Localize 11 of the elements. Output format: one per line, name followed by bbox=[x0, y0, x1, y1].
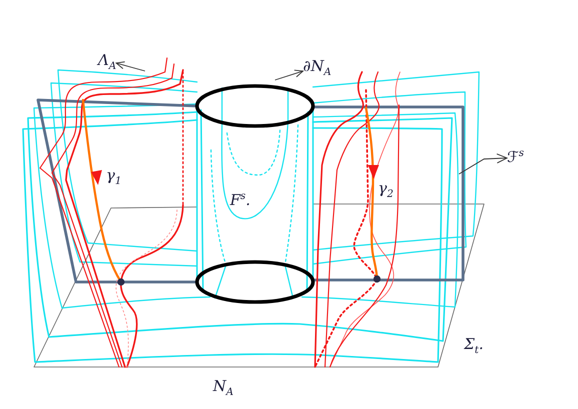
region-label: N$_{A}$ bbox=[213, 378, 234, 396]
leader-arrow bbox=[274, 70, 304, 80]
curve-label: γ$_{2}$ bbox=[378, 180, 394, 198]
surface-label: F$^{s}$. bbox=[230, 192, 250, 210]
leader-arrow bbox=[116, 61, 146, 72]
math-label: Λ$_{A}$ bbox=[98, 52, 116, 70]
math-label: ∂N$_{A}$ bbox=[303, 58, 332, 76]
leader-arrow bbox=[458, 154, 508, 174]
math-label: ℱ$^{s}$ bbox=[507, 149, 524, 166]
plane-label: Σ$_{t}$. bbox=[464, 336, 484, 354]
curve-label: γ$_{1}$ bbox=[106, 167, 122, 184]
